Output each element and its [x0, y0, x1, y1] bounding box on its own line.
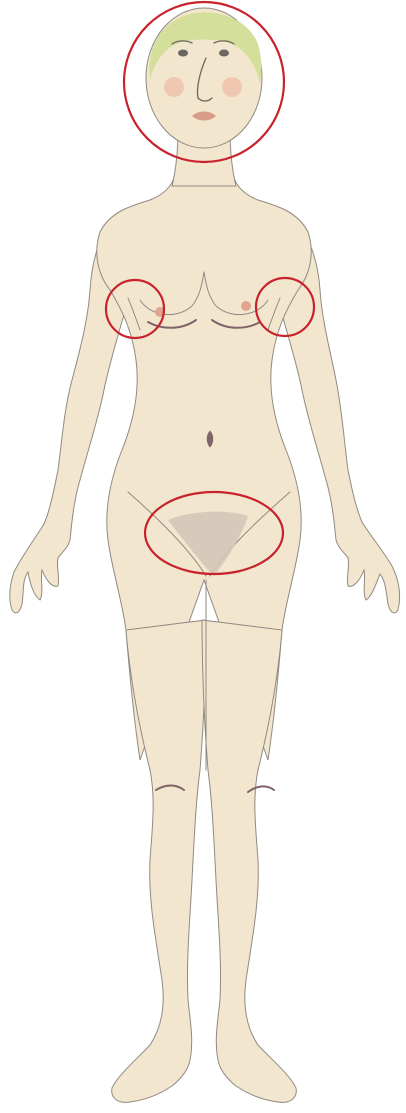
navel [208, 432, 213, 446]
right-eye [219, 50, 229, 57]
right-cheek [222, 77, 242, 97]
right-nipple [241, 301, 251, 311]
right-leg [202, 620, 296, 1102]
left-leg [112, 620, 206, 1102]
left-eye [178, 50, 188, 57]
left-cheek [164, 77, 184, 97]
